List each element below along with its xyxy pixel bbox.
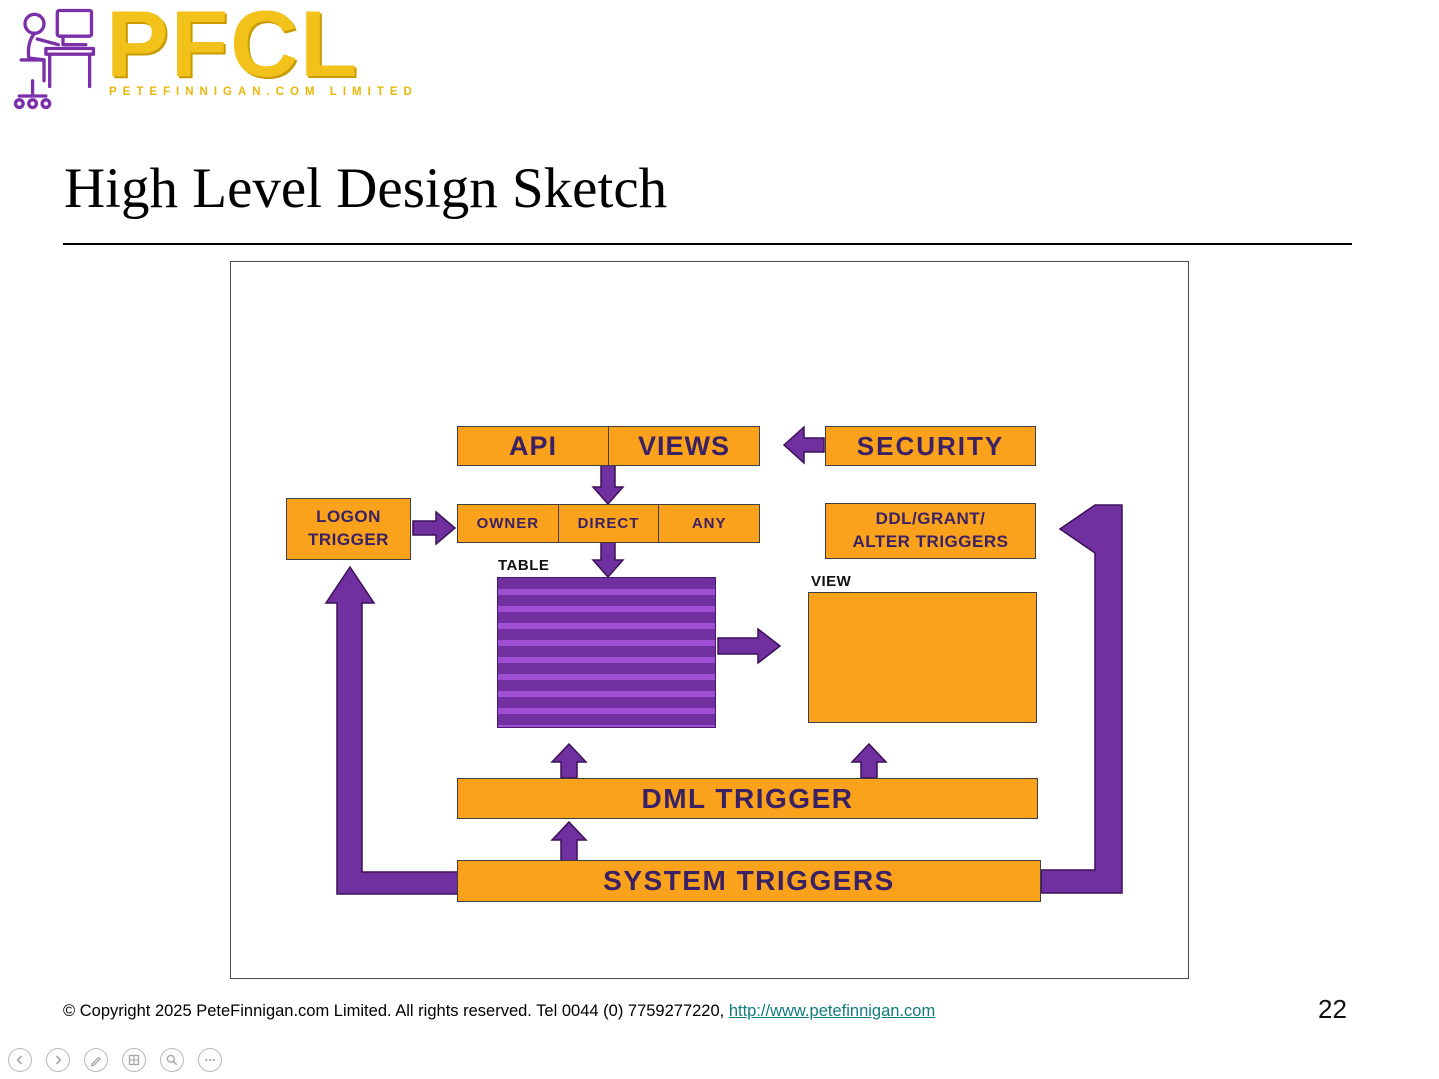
copyright-line: © Copyright 2025 PeteFinnigan.com Limite…: [63, 1002, 935, 1021]
table-box: [497, 577, 716, 728]
access-path-row: OWNER DIRECT ANY: [457, 504, 760, 543]
views-cell: VIEWS: [608, 427, 759, 465]
ddl-grant-alter-triggers-label: DDL/GRANT/ ALTER TRIGGERS: [852, 509, 1009, 551]
diagram-arrows: [324, 425, 1123, 895]
any-cell: ANY: [658, 505, 759, 542]
logo-company-name: PETEFINNIGAN.COM LIMITED: [109, 86, 418, 98]
slide-page-number: 22: [1318, 994, 1347, 1024]
security-label: SECURITY: [856, 430, 1005, 461]
logo-wordmark: PFCL: [106, 0, 360, 96]
arrow-system-to-logon: [324, 565, 459, 895]
page-title: High Level Design Sketch: [64, 157, 668, 220]
ellipsis-icon: [205, 1058, 215, 1062]
next-slide-button[interactable]: [46, 1048, 70, 1072]
arrow-logon-to-access-row: [412, 510, 457, 546]
api-cell: API: [508, 430, 557, 461]
system-triggers-bar: SYSTEM TRIGGERS: [457, 860, 1041, 902]
logon-trigger-label: LOGON TRIGGER: [308, 507, 389, 549]
pfcl-logo: PFCL PETEFINNIGAN.COM LIMITED: [6, 0, 436, 114]
magnifier-icon: [166, 1054, 178, 1066]
ddl-grant-alter-triggers-box: DDL/GRANT/ ALTER TRIGGERS: [825, 503, 1036, 559]
arrow-apiviews-to-access-row: [591, 464, 625, 506]
zoom-button[interactable]: [160, 1048, 184, 1072]
view-box: [808, 592, 1037, 723]
petefinnigan-link[interactable]: http://www.petefinnigan.com: [728, 1002, 936, 1020]
title-divider: [63, 243, 1352, 245]
slides-grid-icon: [128, 1054, 140, 1066]
security-box: SECURITY: [825, 426, 1036, 466]
owner-cell: OWNER: [476, 515, 540, 532]
pen-tool-button[interactable]: [84, 1048, 108, 1072]
more-options-button[interactable]: [198, 1048, 222, 1072]
arrow-dml-to-table: [550, 742, 588, 779]
view-label: VIEW: [811, 573, 852, 590]
pen-icon: [91, 1056, 101, 1067]
logon-trigger-box: LOGON TRIGGER: [286, 498, 411, 560]
chevron-right-icon: [55, 1055, 62, 1065]
arrow-system-to-ddl: [1040, 504, 1123, 894]
api-views-box: API VIEWS: [457, 426, 760, 466]
system-triggers-label: SYSTEM TRIGGERS: [603, 865, 895, 896]
arrow-system-to-dml: [550, 820, 588, 862]
arrow-table-to-view: [717, 627, 782, 665]
chevron-left-icon: [16, 1055, 23, 1065]
dml-trigger-label: DML TRIGGER: [641, 782, 854, 814]
previous-slide-button[interactable]: [8, 1048, 32, 1072]
see-all-slides-button[interactable]: [122, 1048, 146, 1072]
direct-cell: DIRECT: [557, 505, 659, 542]
presenter-toolbar: [8, 1048, 222, 1072]
copyright-text: © Copyright 2025 PeteFinnigan.com Limite…: [63, 1002, 729, 1020]
arrow-dml-to-view: [850, 742, 888, 779]
person-at-computer-clipart-icon: [13, 8, 96, 110]
table-label: TABLE: [498, 557, 550, 574]
dml-trigger-bar: DML TRIGGER: [457, 778, 1038, 819]
arrow-access-row-to-table: [591, 541, 625, 579]
design-sketch-diagram: API VIEWS SECURITY LOGON TRIGGER OWNER D…: [230, 261, 1189, 979]
arrow-security-to-views: [782, 425, 825, 465]
